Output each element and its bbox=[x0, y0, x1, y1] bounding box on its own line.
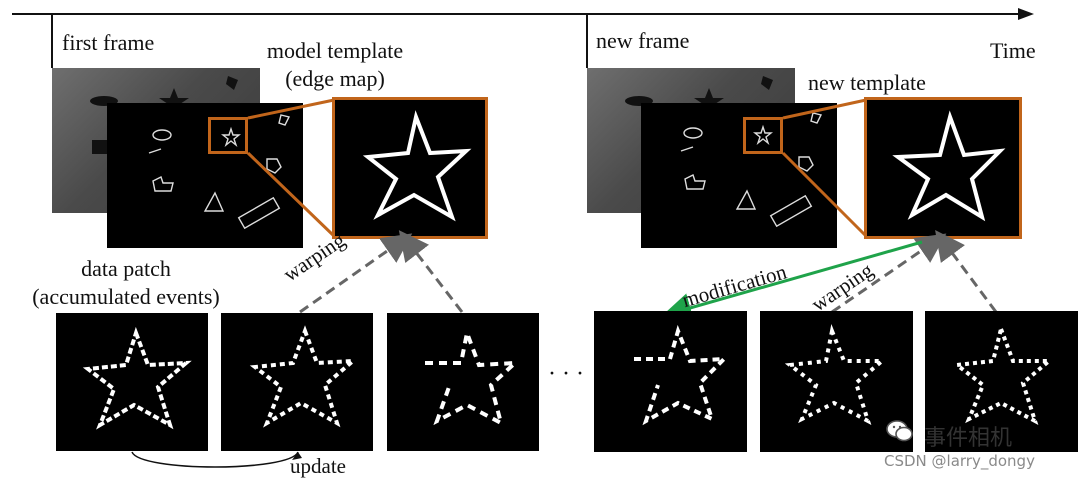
new-frame-tick bbox=[586, 14, 588, 68]
edge-map-star-highlight bbox=[208, 117, 248, 154]
new-edge-map-image bbox=[641, 103, 837, 248]
wechat-icon bbox=[885, 418, 915, 444]
new-template-label: new template bbox=[808, 72, 926, 94]
watermark-brand: 事件相机 bbox=[924, 420, 1012, 452]
model-template-label: model template (edge map) bbox=[250, 40, 420, 90]
warping-label-right: warping bbox=[808, 260, 877, 316]
data-patch-1 bbox=[56, 313, 208, 451]
update-curve bbox=[132, 452, 298, 467]
warping-arrow-left-2 bbox=[408, 242, 462, 312]
watermark-credit: CSDN @larry_dongy bbox=[884, 452, 1035, 470]
data-patch-label: data patch (accumulated events) bbox=[0, 258, 252, 308]
data-patch-2 bbox=[221, 313, 373, 451]
warping-arrow-right-2 bbox=[944, 242, 996, 312]
update-label: update bbox=[290, 456, 346, 477]
new-frame-label: new frame bbox=[596, 30, 689, 52]
modification-label: modification bbox=[680, 261, 789, 311]
data-patch-3 bbox=[387, 313, 539, 451]
time-label: Time bbox=[990, 40, 1036, 62]
model-template-frame bbox=[332, 97, 488, 239]
model-template-line1: model template bbox=[250, 40, 420, 62]
new-template-frame bbox=[864, 97, 1022, 239]
model-template-line2: (edge map) bbox=[250, 68, 420, 90]
data-patch-line1: data patch bbox=[0, 258, 252, 280]
data-patch-line2: (accumulated events) bbox=[0, 286, 252, 308]
data-patch-4 bbox=[594, 311, 747, 452]
time-axis bbox=[0, 0, 1080, 30]
first-frame-label: first frame bbox=[62, 32, 154, 54]
edge-map-image bbox=[107, 103, 303, 248]
new-edge-map-star-highlight bbox=[743, 117, 783, 154]
ellipsis-label: · · · bbox=[548, 362, 584, 386]
first-frame-tick bbox=[51, 14, 53, 68]
